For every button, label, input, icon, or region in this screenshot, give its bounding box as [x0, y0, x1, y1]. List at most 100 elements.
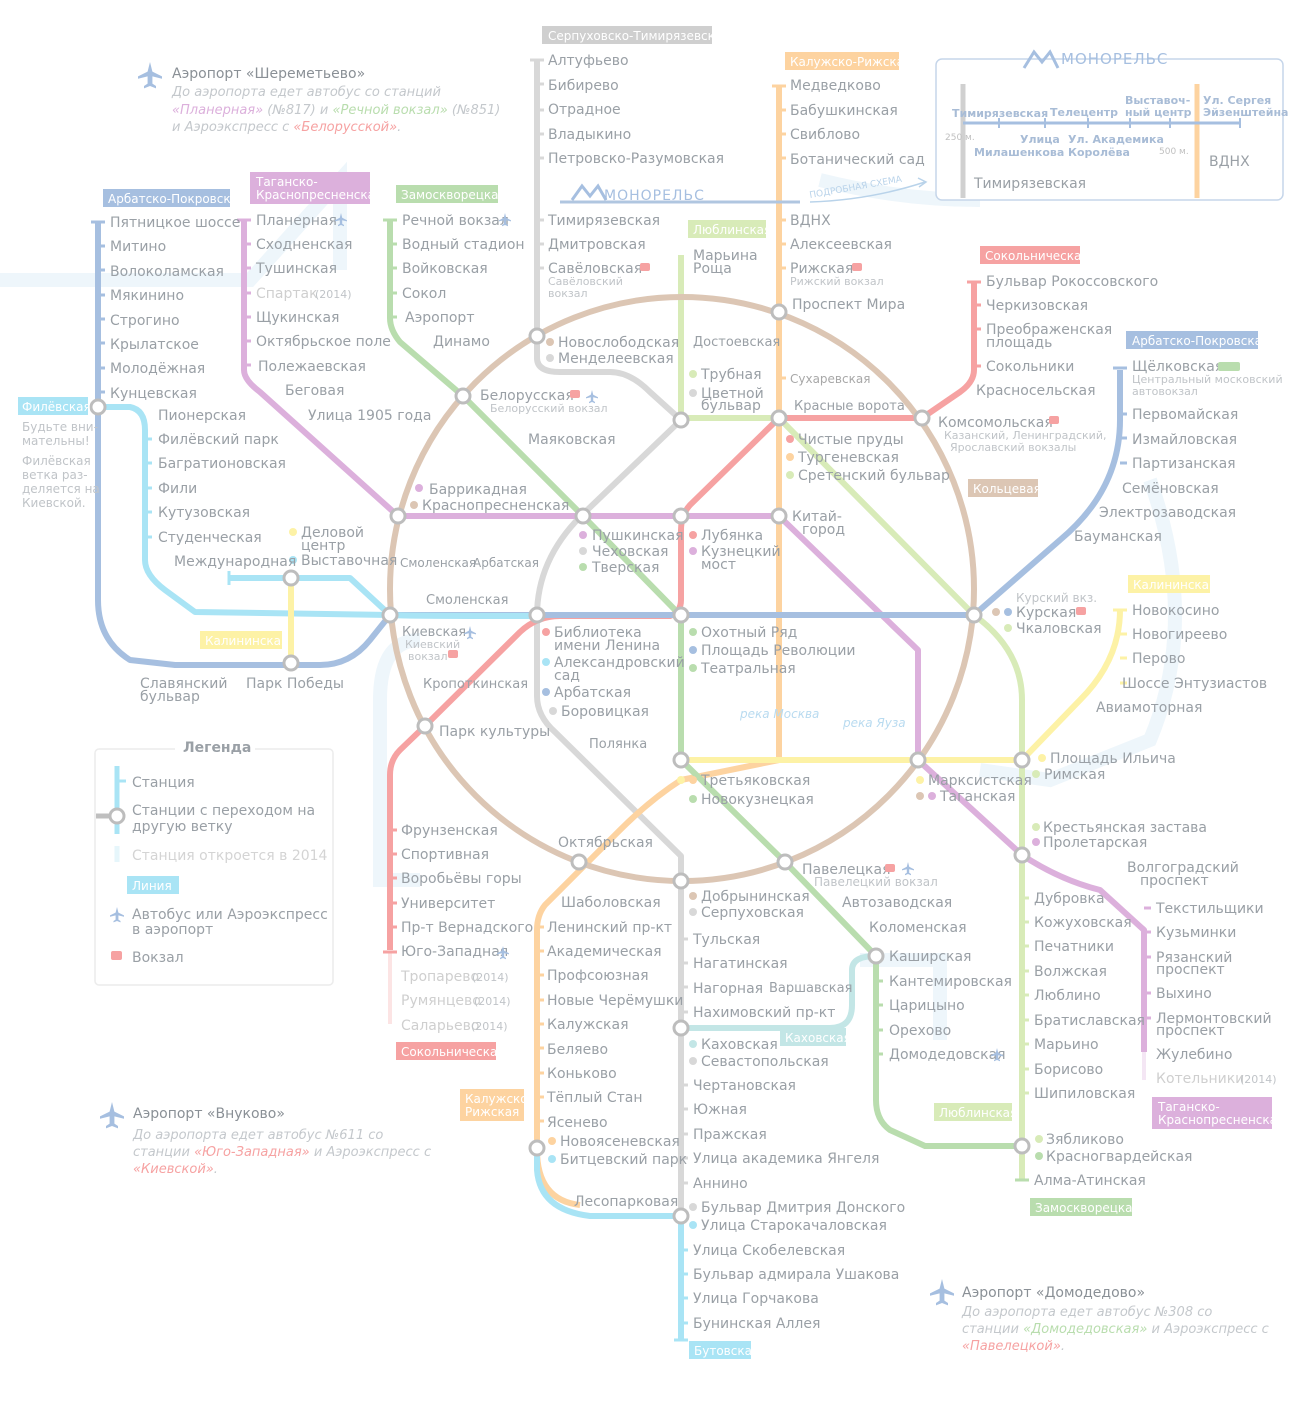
- station-label: Улица 1905 года: [308, 408, 431, 424]
- node-barrikadnaya: [389, 507, 407, 525]
- monorail-dist: 500 м.: [1159, 147, 1189, 157]
- airplane-icon: [902, 862, 914, 876]
- station-label: Багратионовская: [158, 456, 286, 472]
- station-label: бульвар: [140, 689, 200, 705]
- station-label: Волгоградский: [1127, 860, 1239, 876]
- line-tagansko: [241, 220, 1147, 1052]
- station-label: Парк культуры: [439, 724, 550, 740]
- station-label: Марьина: [693, 248, 758, 264]
- node-park-pobedy: [282, 654, 300, 672]
- legend-transfer: другую ветку: [132, 819, 233, 835]
- node-ilyicha: [1013, 751, 1031, 769]
- station-label: Бибирево: [548, 78, 619, 94]
- station-label: Чистые пруды: [798, 432, 904, 448]
- station-label: Арбатская: [473, 556, 539, 570]
- station-label: Тульская: [692, 932, 760, 948]
- station-label: Деловой: [301, 525, 364, 541]
- station-label: Трубная: [700, 367, 762, 383]
- tag-tagan-top-1: Таганско-: [255, 175, 318, 189]
- river-yauza: река Яуза: [842, 716, 906, 730]
- station-label: Дмитровская: [548, 237, 646, 253]
- station-label: Беговая: [285, 383, 344, 399]
- station-label: Нахимовский пр-кт: [693, 1005, 835, 1021]
- node-krestyanskaya: [1013, 846, 1031, 864]
- airport-title: Аэропорт «Домодедово»: [962, 1285, 1145, 1301]
- node-komsomolskaya: [913, 409, 931, 427]
- station-label: проспект: [1140, 873, 1209, 889]
- monorail-title: МОНОРЕЛЬС: [604, 188, 705, 204]
- station-label: Тимирязевская: [547, 213, 660, 229]
- tag-zamosk-top: Замоскворецкая: [401, 188, 506, 202]
- airplane-icon: [464, 626, 476, 640]
- station-label: Китай-: [792, 509, 842, 525]
- station-label: сад: [554, 668, 580, 684]
- station-label: Киевская: [402, 625, 466, 640]
- monorail-st: Милашенкова: [974, 146, 1064, 159]
- station-label: Пушкинская: [592, 528, 684, 544]
- node-lubyanka: [672, 507, 690, 525]
- station-label: площадь: [986, 335, 1052, 351]
- station-label: Студенческая: [158, 530, 262, 546]
- station-label: Роща: [693, 261, 732, 277]
- node-oktyabrskaya: [570, 853, 588, 871]
- station-label: Каховская: [701, 1037, 778, 1053]
- station-label: Бульвар адмирала Ушакова: [693, 1267, 899, 1283]
- station-label: Лесопарковая: [574, 1194, 678, 1210]
- station-label: Дубровка: [1034, 891, 1105, 907]
- tag-kalin-right: Калининская: [1133, 578, 1216, 592]
- station-label: Курская: [1016, 605, 1076, 621]
- station-label: Чкаловская: [1016, 621, 1102, 637]
- station-label: Царицыно: [889, 998, 965, 1014]
- monorail-logo-icon: [570, 183, 608, 201]
- station-label: Октябрьское поле: [256, 334, 391, 350]
- station-label: Пятницкое шоссе: [110, 215, 240, 231]
- station-label: Братиславская: [1034, 1013, 1145, 1029]
- station-label: Новоясеневская: [560, 1134, 680, 1150]
- node-park-kultury: [416, 717, 434, 735]
- station-label: Текстильщики: [1155, 901, 1264, 917]
- station-label: Фили: [158, 481, 197, 497]
- station-label: Смоленская: [400, 556, 476, 570]
- station-label: Римская: [1044, 767, 1105, 783]
- station-label: Планерная: [256, 213, 337, 229]
- station-label: Южная: [693, 1102, 747, 1118]
- station-label: Парк Победы: [246, 676, 344, 692]
- station-label: Баррикадная: [429, 482, 527, 498]
- station-label: Алтуфьево: [548, 53, 629, 69]
- monorail-vdnh: ВДНХ: [1209, 154, 1250, 170]
- station-label: Коломенская: [869, 920, 967, 936]
- station-sublabel: Рижский вокзал: [790, 275, 884, 288]
- station-label: Кузнецкий: [701, 544, 781, 560]
- station-sublabel: Ярославский вокзалы: [950, 441, 1076, 454]
- tag-kakhovskaya: Каховская: [785, 1031, 851, 1045]
- station-label: Сокол: [402, 286, 446, 302]
- tag-sokol-bottom: Сокольническая: [401, 1045, 505, 1059]
- monorail-st: Ул. Сергея: [1203, 94, 1271, 107]
- legend-transfer: Станции с переходом на: [132, 803, 315, 819]
- monorail-tim: Тимирязевская: [973, 176, 1086, 192]
- station-label: Октябрьская: [558, 835, 653, 851]
- station-sublabel: автовокзал: [1132, 385, 1198, 398]
- station-label: Черкизовская: [986, 298, 1088, 314]
- station-label: Павелецкая: [802, 862, 891, 878]
- station-label: Таганская: [939, 789, 1015, 805]
- node-okhotny: [672, 606, 690, 624]
- legend-rail: Вокзал: [132, 950, 184, 966]
- monorail-panel: МОНОРЕЛЬС Тимирязевская Телецентр Выстав…: [935, 49, 1288, 201]
- node-kievskaya: [381, 606, 399, 624]
- svg-text:Киевской.: Киевской.: [22, 496, 86, 510]
- station-label: Партизанская: [1132, 456, 1236, 472]
- station-label: Медведково: [790, 78, 881, 94]
- station-label: Щёлковская: [1132, 359, 1223, 375]
- station-label: Бауманская: [1074, 529, 1162, 545]
- tag-butovskaya: Бутовская: [694, 1344, 759, 1358]
- monorail-panel-title: МОНОРЕЛЬС: [1061, 50, 1168, 68]
- station-label: Электрозаводская: [1099, 505, 1236, 521]
- station-label: Орехово: [889, 1023, 951, 1039]
- station-label: Международная: [174, 554, 296, 570]
- monorail-dist: 250 м.: [945, 133, 975, 143]
- train-icon: [1076, 607, 1086, 615]
- airport-note: станции «Юго-Западная» и Аэроэкспресс с: [133, 1145, 431, 1160]
- station-label: Водный стадион: [402, 237, 525, 253]
- legend-title: Легенда: [183, 740, 251, 756]
